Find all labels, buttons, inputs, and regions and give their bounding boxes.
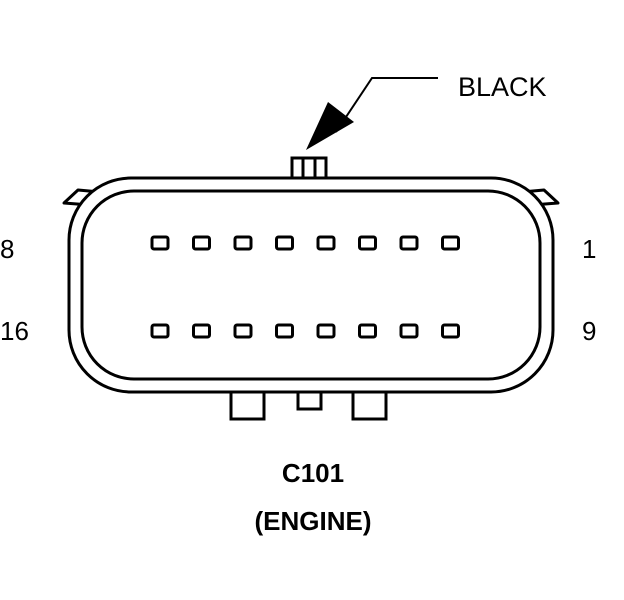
cavity — [233, 323, 253, 339]
cavity — [358, 323, 377, 339]
color-callout-label: BLACK — [458, 72, 547, 102]
cavity — [192, 235, 211, 251]
cavity — [316, 235, 336, 251]
cavity — [441, 323, 460, 339]
cavity — [150, 323, 170, 339]
row1-last-pin-label: 1 — [582, 234, 596, 264]
cavity — [150, 235, 170, 251]
cavity — [233, 235, 253, 251]
row1-first-pin-label: 8 — [0, 234, 14, 264]
cavity — [192, 323, 211, 339]
cavity — [399, 323, 419, 339]
callout-arrowhead — [306, 102, 354, 150]
connector-id-label: C101 — [282, 458, 344, 488]
bottom-key-right — [351, 387, 388, 421]
row2-last-pin-label: 9 — [582, 316, 596, 346]
connector-body-outer — [67, 176, 555, 394]
cavity — [275, 323, 294, 339]
cavity — [399, 235, 419, 251]
cavity — [358, 235, 377, 251]
connector-body-inner — [80, 189, 542, 381]
cavity — [316, 323, 336, 339]
cavity — [275, 235, 294, 251]
connector-location-label: (ENGINE) — [255, 506, 372, 536]
cavity-grid — [150, 235, 460, 339]
row2-first-pin-label: 16 — [0, 316, 29, 346]
callout-leader-line — [335, 77, 438, 133]
cavity — [441, 235, 460, 251]
